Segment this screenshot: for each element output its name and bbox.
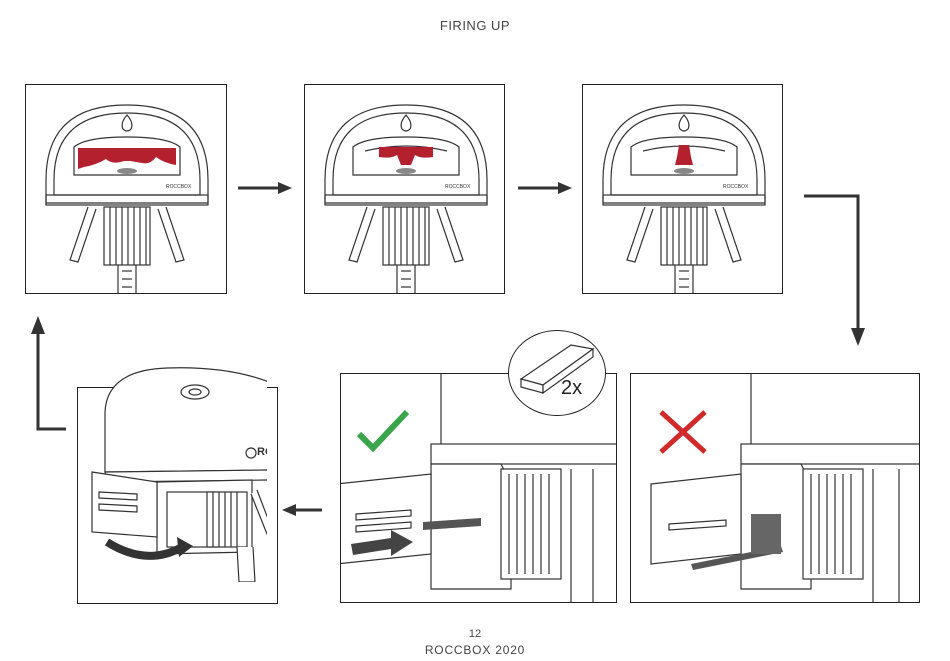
oven-front-illustration-2: ROCCBOX: [305, 85, 505, 294]
inset-bubble: 2x: [508, 330, 606, 416]
step-insert-incorrect-panel: [630, 373, 920, 603]
oven-side-illustration: ROCCBOX: [7, 352, 267, 582]
oven-front-illustration-1: ROCCBOX: [26, 85, 227, 294]
insert-incorrect-illustration: [631, 374, 920, 603]
page-number: 12: [0, 628, 950, 640]
step-door-panel: ROCCBOX: [77, 387, 278, 604]
step-3-panel: ROCCBOX: [582, 84, 783, 294]
step-1-panel: ROCCBOX: [25, 84, 227, 294]
arrow-left: [282, 502, 322, 523]
oven-badge-1: ROCCBOX: [166, 184, 192, 190]
oven-front-illustration-3: ROCCBOX: [583, 85, 783, 294]
oven-badge-3: ROCCBOX: [723, 184, 749, 190]
footer-brand: ROCCBOX 2020: [0, 643, 950, 657]
arrow-elbow-down: [804, 190, 874, 357]
inset-label: 2x: [561, 377, 582, 400]
oven-badge-2: ROCCBOX: [445, 184, 471, 190]
step-2-panel: ROCCBOX: [304, 84, 505, 294]
page-title: FIRING UP: [0, 18, 950, 33]
arrow-right-1: [238, 180, 292, 201]
arrow-right-2: [518, 180, 572, 201]
oven-logo: ROCCBOX: [257, 446, 267, 458]
firelighter-icon: [509, 331, 605, 415]
